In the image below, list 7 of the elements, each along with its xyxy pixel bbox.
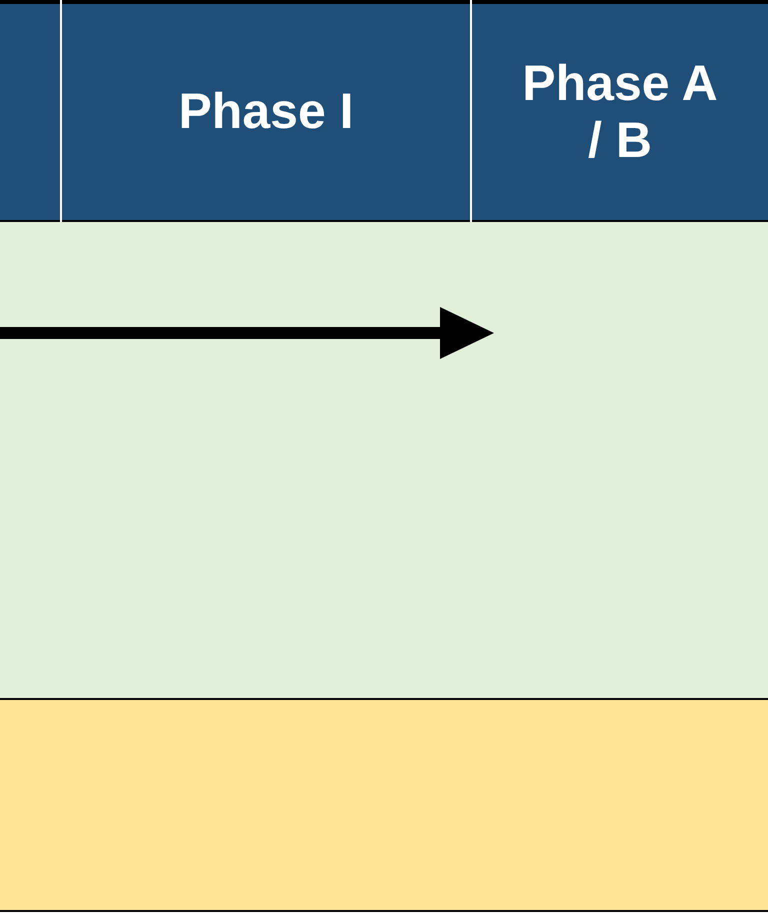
row-band bbox=[0, 222, 768, 700]
header-cell bbox=[0, 0, 60, 222]
header-cell bbox=[472, 0, 768, 222]
phase-label: Phase A / B bbox=[521, 54, 719, 170]
row-band bbox=[0, 700, 768, 912]
phase-label: Phase I bbox=[177, 83, 355, 141]
header-cell bbox=[62, 0, 470, 222]
